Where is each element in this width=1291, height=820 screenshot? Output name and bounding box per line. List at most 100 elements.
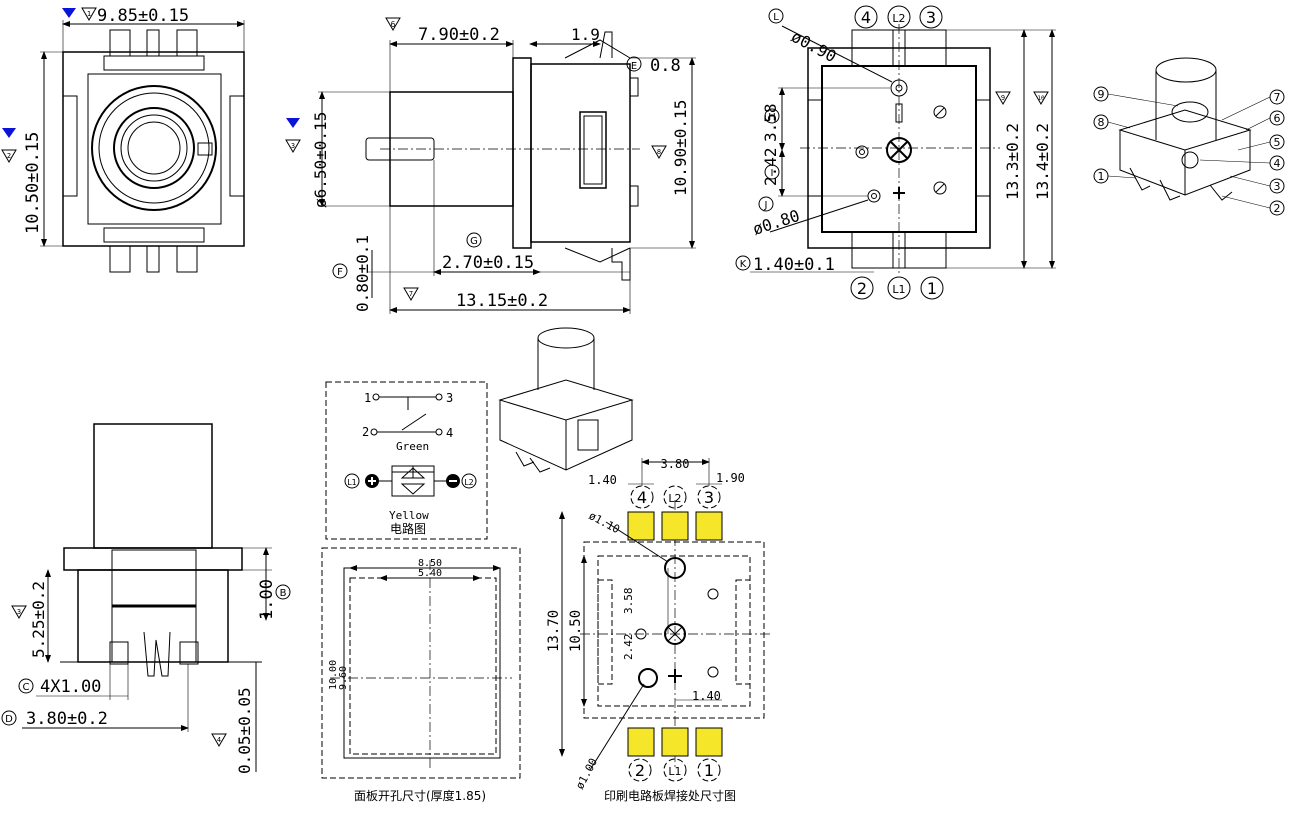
pcb-pin-label: 3 [704, 488, 714, 507]
c-dimension: 4X1.00 [40, 677, 101, 697]
f-dimension: 0.80±0.1 [353, 235, 372, 312]
i-dimension: 2.42 [761, 147, 780, 186]
callout: 7 [1274, 91, 1281, 104]
label-f: F [337, 267, 343, 278]
j-dimension: ø0.80 [750, 206, 802, 239]
iso-view: 9 8 1 7 6 5 4 3 2 [1093, 57, 1285, 216]
pads-top [627, 511, 723, 541]
diameter-dimension: ø6.50±0.15 [311, 112, 330, 208]
callout: 3 [1274, 180, 1281, 193]
circuit-caption: 电路图 [390, 521, 426, 536]
cutout-caption: 面板开孔尺寸(厚度1.85) [354, 788, 486, 803]
dim1-mark: 9 [1001, 94, 1005, 102]
b-dimension: 1.00 [257, 579, 277, 620]
pin-label: 4 [861, 8, 871, 27]
label-h: H [768, 112, 776, 123]
front-view: 1.00 B 5.25±0.2 3 C 4X1.00 D 3.80±0.2 0.… [1, 423, 291, 774]
cutout-outer-dim: 8.50 [418, 558, 442, 569]
callout: 6 [1274, 112, 1281, 125]
circuit-diagram: 1 3 2 4 Green L1 L2 Yellow 电路图 [325, 381, 488, 540]
callout: 4 [1274, 157, 1281, 170]
pcb-caption: 印刷电路板焊接处尺寸图 [604, 788, 736, 803]
dim2-mark: 10 [1037, 95, 1045, 102]
width-dimension: 9.85±0.15 [97, 6, 189, 26]
diameter-mark: 3 [291, 142, 295, 150]
pcb-dim-190: 1.90 [716, 471, 745, 485]
pin-label: 2 [857, 279, 867, 298]
g-dimension: 2.70±0.15 [442, 253, 534, 273]
l-dimension: ø0.90 [788, 27, 839, 66]
blue-marker-icon [2, 128, 16, 138]
width-mark: 1 [87, 10, 91, 18]
h-dimension: 3.58 [761, 103, 780, 142]
top-view: 1 9.85±0.15 10.50±0.15 2 [1, 6, 245, 273]
pin-label: 1 [927, 279, 937, 298]
pin-label: L2 [892, 12, 905, 25]
label-e: E [631, 61, 637, 72]
label-g: G [470, 236, 478, 247]
pcb-dim-242: 2.42 [622, 634, 635, 661]
pcb-pin-label: 2 [635, 761, 645, 780]
length-dimension: 7.90±0.2 [418, 25, 500, 45]
dimension-13-4: 13.4±0.2 [1033, 123, 1052, 200]
height-mark: 2 [7, 152, 11, 160]
bottom-view: 4 L2 3 2 L1 1 L ø0.90 H 3.58 I 2.42 [735, 5, 1056, 300]
blue-marker-icon [286, 118, 300, 128]
pin-label: L1 [892, 283, 905, 296]
pcb-dim-140-top: 1.40 [588, 473, 617, 487]
pcb-dim-140-bottom: 1.40 [692, 689, 721, 703]
cutout-v-outer: 10.00 [328, 660, 339, 690]
pcb-footprint: 4 L2 3 2 L1 1 3.80 1.40 1.90 ø1.10 3.58 … [546, 457, 770, 803]
e-dimension: 0.8 [650, 56, 681, 76]
label-k: K [740, 259, 747, 270]
height-dimension: 10.50±0.15 [23, 132, 43, 234]
label-b: B [280, 588, 287, 599]
panel-cutout: 8.50 5.40 10.00 9.60 面板开孔尺寸(厚度1.85) [321, 547, 521, 803]
triangle-marker-icon [1, 149, 17, 163]
bottom-pin-labels-bottom: 2 L1 1 [850, 276, 944, 300]
height-mark-front: 3 [17, 608, 21, 616]
pcb-dim-1050: 10.50 [568, 610, 584, 652]
iso-render [498, 327, 634, 473]
pcb-pin-label: 4 [637, 488, 647, 507]
pcb-hole-top: ø1.10 [587, 509, 622, 536]
callout: 1 [1098, 170, 1105, 183]
triangle-marker-icon [81, 7, 97, 21]
label-d: D [5, 714, 13, 725]
cutout-inner-dim: 5.40 [418, 568, 442, 579]
cutout-v-inner: 9.60 [338, 666, 349, 690]
callout: 8 [1098, 116, 1105, 129]
callout: 2 [1274, 202, 1281, 215]
callout: 5 [1274, 136, 1281, 149]
label-i: I [771, 168, 774, 179]
yellow-label: Yellow [389, 509, 429, 522]
total-dimension: 13.15±0.2 [456, 291, 548, 311]
green-label: Green [396, 440, 429, 453]
pcb-hole-bottom: ø1.00 [573, 756, 600, 791]
pcb-pin-label: 1 [704, 761, 714, 780]
label-j: J [764, 200, 768, 211]
side-view: 6 7.90±0.2 1.9 E 0.8 ø6.50±0.15 3 10.90±… [285, 17, 696, 314]
pads-bottom [627, 727, 723, 757]
circuit-pin: 4 [446, 426, 453, 440]
l1-label: L1 [347, 478, 357, 487]
k-dimension: 1.40±0.1 [753, 255, 835, 275]
pcb-pin-label: L1 [668, 765, 681, 778]
gap-mark: 4 [217, 736, 221, 744]
circuit-pin: 3 [446, 391, 453, 405]
tab-dimension: 1.9 [571, 25, 600, 44]
total-mark: 7 [409, 290, 413, 298]
height-mark-side: 8 [657, 148, 661, 156]
pcb-dim-358: 3.58 [622, 588, 635, 615]
circuit-pin: 2 [362, 425, 369, 439]
length-mark: 6 [391, 20, 396, 29]
pcb-pin-label: L2 [668, 492, 681, 505]
label-c: C [23, 682, 30, 693]
callout: 9 [1098, 88, 1105, 101]
d-dimension: 3.80±0.2 [26, 709, 108, 729]
circuit-pin: 1 [364, 391, 371, 405]
l2-label: L2 [464, 478, 474, 487]
height-dimension-front: 5.25±0.2 [29, 581, 48, 658]
pcb-dim-380: 3.80 [661, 457, 690, 471]
